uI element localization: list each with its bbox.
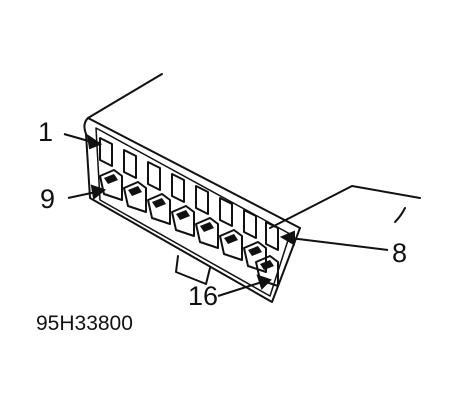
terminal-slot <box>147 161 161 191</box>
upper-terminal-row <box>99 137 279 251</box>
terminal-slot <box>147 193 171 225</box>
cable-outline-lower <box>269 185 421 229</box>
terminal-blade <box>248 246 262 256</box>
housing-top-face <box>87 117 301 229</box>
terminal-slot <box>99 137 113 167</box>
pin-16-label: 16 <box>188 281 219 311</box>
terminal-blades <box>104 174 274 270</box>
pin-8-label: 8 <box>392 238 408 268</box>
terminal-slot <box>171 205 195 237</box>
cable-break-mark <box>394 207 406 223</box>
housing-inner-rim <box>95 127 291 297</box>
arrow-pin-9 <box>67 191 97 199</box>
terminal-slot <box>195 185 209 215</box>
housing-front-face <box>83 117 301 303</box>
lower-terminal-row <box>99 169 279 287</box>
arrow-pin-8 <box>289 237 389 251</box>
leader-arrows <box>63 133 389 297</box>
arrow-pin-1 <box>63 133 93 143</box>
terminal-blade <box>104 174 118 184</box>
figure-code: 95H33800 <box>36 312 133 335</box>
terminal-slot <box>243 241 267 273</box>
terminal-slot <box>219 197 233 227</box>
terminal-blade <box>128 186 142 196</box>
terminal-blade <box>200 222 214 232</box>
terminal-blade <box>176 210 190 220</box>
pin-9-label: 9 <box>40 184 56 214</box>
pin-1-label: 1 <box>38 117 54 147</box>
terminal-slot <box>123 149 137 179</box>
terminal-slot <box>243 209 257 239</box>
terminal-blade <box>260 260 274 270</box>
terminal-slot <box>265 221 279 251</box>
arrowhead-pin-1 <box>86 133 103 150</box>
terminal-blade <box>152 198 166 208</box>
terminal-slot <box>123 181 147 213</box>
arrowhead-pin-16 <box>256 274 272 290</box>
terminal-slot <box>219 229 243 261</box>
arrowhead-pin-8 <box>279 230 295 246</box>
terminal-blade <box>224 234 238 244</box>
housing-tab <box>175 255 211 285</box>
terminal-slot <box>171 173 185 203</box>
terminal-slot <box>99 169 123 201</box>
terminal-slot <box>195 217 219 249</box>
cable-outline-upper <box>87 73 163 119</box>
arrowhead-pin-9 <box>90 184 107 200</box>
arrow-pin-16 <box>217 281 263 297</box>
